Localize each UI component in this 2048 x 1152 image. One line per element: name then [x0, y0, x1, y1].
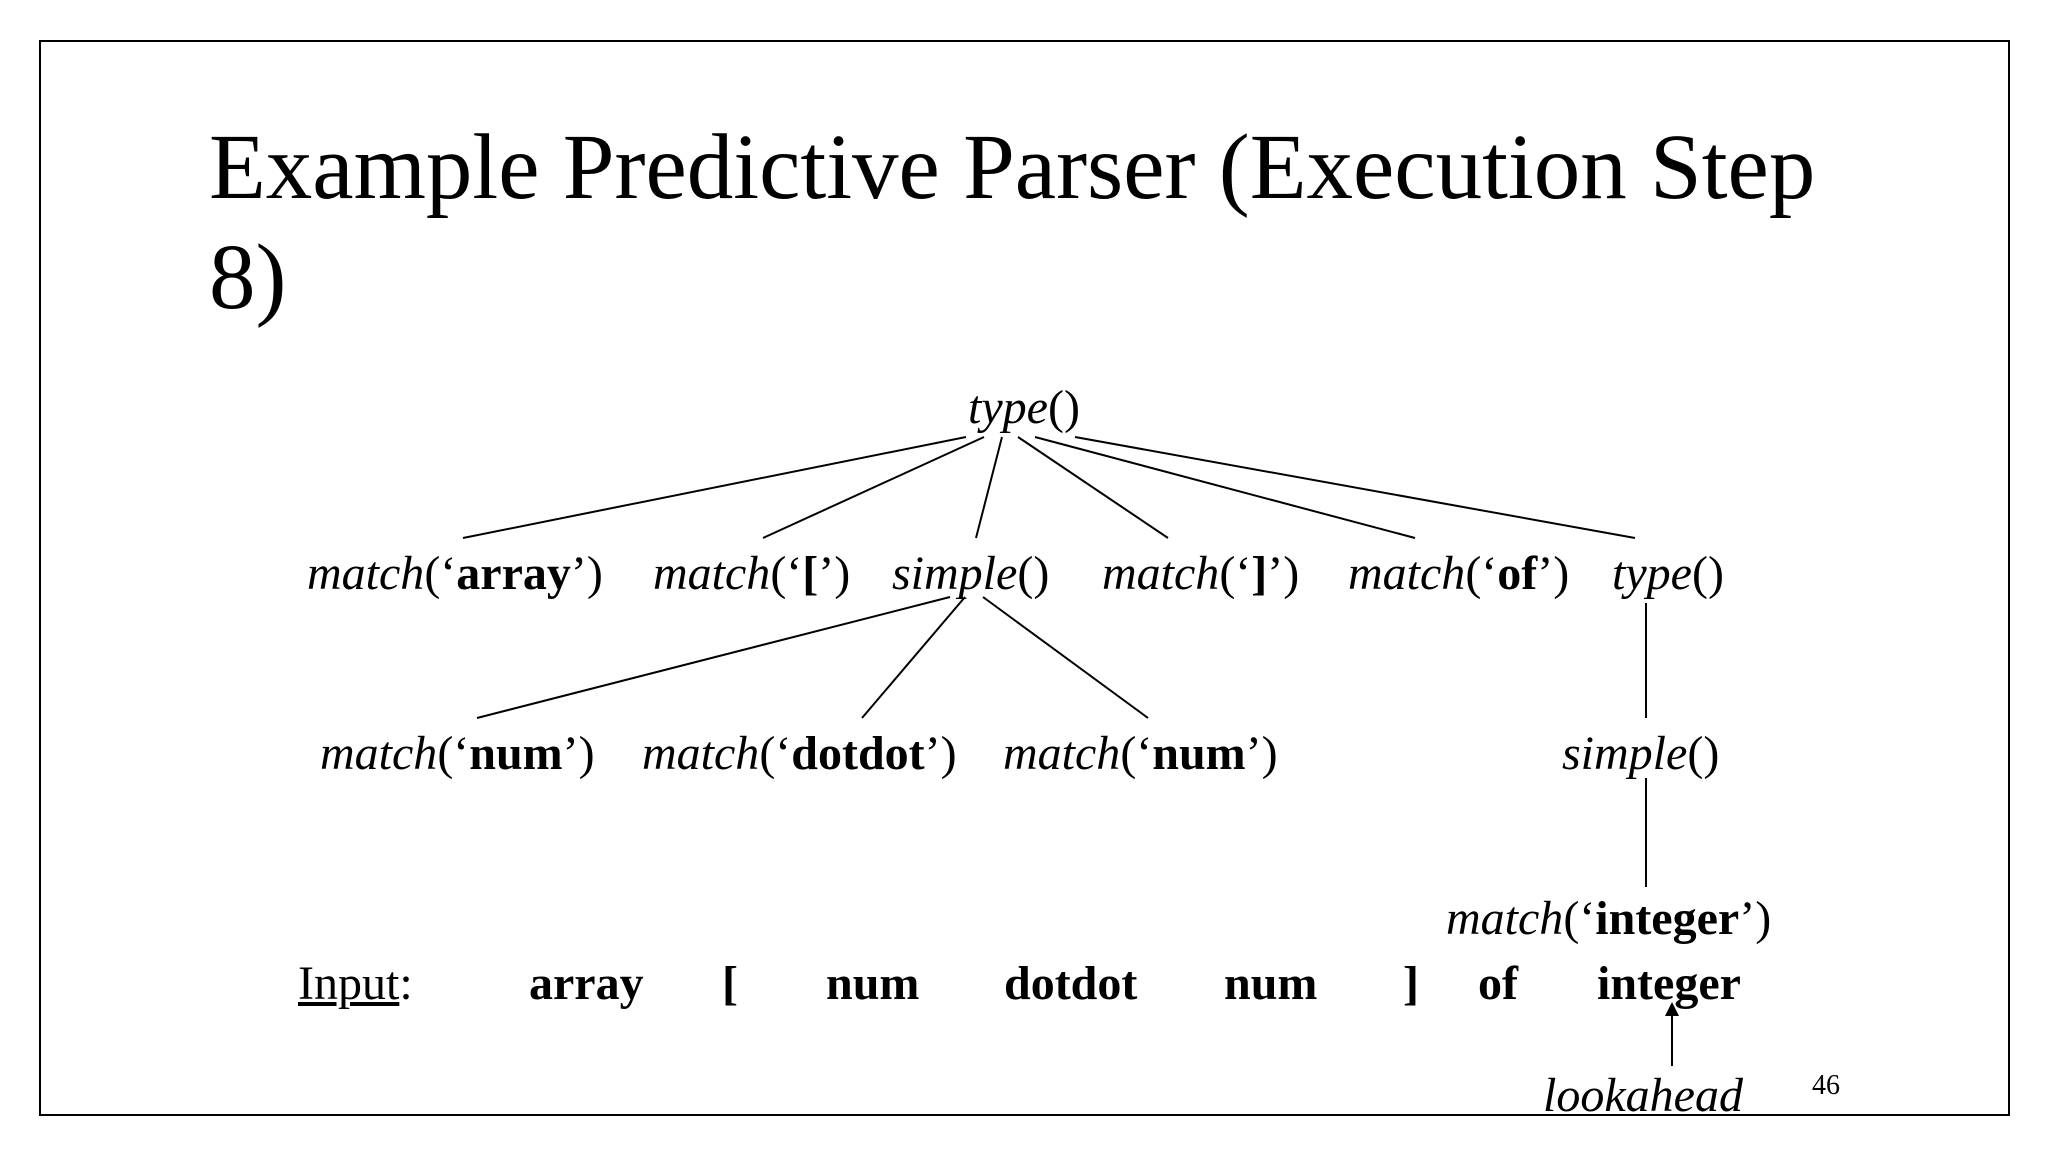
- input-label: Input:: [298, 960, 413, 1008]
- node-match-integer-open: (‘: [1563, 892, 1596, 945]
- node-match-of-fn: match: [1348, 547, 1466, 600]
- node-match-integer-fn: match: [1446, 892, 1564, 945]
- edge-root-type: [1074, 436, 1636, 539]
- node-match-of-arg: of: [1497, 547, 1538, 600]
- node-match-integer-arg: integer: [1595, 892, 1740, 945]
- node-match-num-2: match(‘num’): [1003, 730, 1278, 778]
- input-token-rbracket: ]: [1403, 957, 1419, 1010]
- node-match-dotdot: match(‘dotdot’): [642, 730, 957, 778]
- input-token-num-2: num: [1224, 957, 1318, 1010]
- node-type-2: type(): [1612, 550, 1724, 598]
- lookahead-arrow-head: [1665, 1002, 1679, 1016]
- input-token-lbracket: [: [722, 957, 738, 1010]
- node-match-rbracket-fn: match: [1102, 547, 1220, 600]
- node-match-dotdot-fn: match: [642, 727, 760, 780]
- edge-simple-match-dotdot: [861, 596, 966, 719]
- node-match-dotdot-open: (‘: [759, 727, 792, 780]
- node-match-num-1-fn: match: [320, 727, 438, 780]
- node-match-array-open: (‘: [424, 547, 457, 600]
- node-match-dotdot-arg: dotdot: [791, 727, 925, 780]
- node-match-rbracket-open: (‘: [1219, 547, 1252, 600]
- node-match-integer: match(‘integer’): [1446, 895, 1771, 943]
- node-match-lbracket-close: ’): [818, 547, 851, 600]
- lookahead-label: lookahead: [1543, 1069, 1743, 1122]
- node-match-of: match(‘of’): [1348, 550, 1569, 598]
- edge-simple-match-num-1: [476, 596, 951, 719]
- node-match-lbracket-fn: match: [653, 547, 771, 600]
- input-token-of: of: [1478, 957, 1518, 1010]
- slide-frame: [39, 40, 2010, 1116]
- edge-root-match-array: [462, 436, 967, 539]
- node-match-num-1-open: (‘: [437, 727, 470, 780]
- node-simple-1: simple(): [892, 550, 1049, 598]
- node-match-array-fn: match: [307, 547, 425, 600]
- slide-title: Example Predictive Parser (Execution Ste…: [209, 113, 1815, 333]
- slide-number: 46: [1812, 1070, 1840, 1101]
- edge-root-simple: [975, 436, 1003, 539]
- title-line-1: Example Predictive Parser (Execution Ste…: [209, 116, 1816, 219]
- edge-root-match-of: [1034, 436, 1416, 539]
- node-match-num-2-close: ’): [1245, 727, 1278, 780]
- node-match-rbracket-arg: ]: [1251, 547, 1268, 600]
- input-token-num-1: num: [826, 957, 920, 1010]
- node-match-lbracket: match(‘[’): [653, 550, 850, 598]
- node-type-2-args: (): [1691, 547, 1724, 600]
- edge-simple-match-num-2: [982, 596, 1149, 719]
- node-match-lbracket-open: (‘: [770, 547, 803, 600]
- node-match-of-open: (‘: [1465, 547, 1498, 600]
- node-match-num-2-fn: match: [1003, 727, 1121, 780]
- input-token-dotdot: dotdot: [1004, 957, 1138, 1010]
- node-match-num-2-arg: num: [1152, 727, 1246, 780]
- node-type-2-fn: type: [1612, 547, 1692, 600]
- node-simple-1-args: (): [1017, 547, 1050, 600]
- node-simple-2: simple(): [1562, 730, 1719, 778]
- node-root-type-fn: type: [968, 381, 1048, 434]
- input-label-text: Input: [298, 957, 400, 1010]
- node-simple-1-fn: simple: [892, 547, 1018, 600]
- node-match-num-1: match(‘num’): [320, 730, 595, 778]
- node-match-integer-close: ’): [1739, 892, 1772, 945]
- input-token-integer: integer: [1597, 957, 1741, 1010]
- node-match-array-arg: array: [456, 547, 571, 600]
- edge-root-match-rbracket: [1017, 436, 1169, 539]
- node-match-num-1-arg: num: [469, 727, 563, 780]
- node-match-rbracket-close: ’): [1267, 547, 1300, 600]
- node-root-type-args: (): [1047, 381, 1080, 434]
- node-match-dotdot-close: ’): [924, 727, 957, 780]
- node-simple-2-args: (): [1687, 727, 1720, 780]
- node-match-num-1-close: ’): [562, 727, 595, 780]
- node-root-type: type(): [968, 384, 1080, 432]
- edge-root-match-lbracket: [762, 436, 985, 539]
- input-label-colon: :: [399, 957, 413, 1010]
- node-simple-2-fn: simple: [1562, 727, 1688, 780]
- node-match-of-close: ’): [1537, 547, 1570, 600]
- input-token-array: array: [529, 957, 644, 1010]
- node-match-lbracket-arg: [: [802, 547, 819, 600]
- node-match-array-close: ’): [570, 547, 603, 600]
- title-line-2: 8): [209, 226, 287, 329]
- node-match-array: match(‘array’): [307, 550, 603, 598]
- node-match-num-2-open: (‘: [1120, 727, 1153, 780]
- node-match-rbracket: match(‘]’): [1102, 550, 1299, 598]
